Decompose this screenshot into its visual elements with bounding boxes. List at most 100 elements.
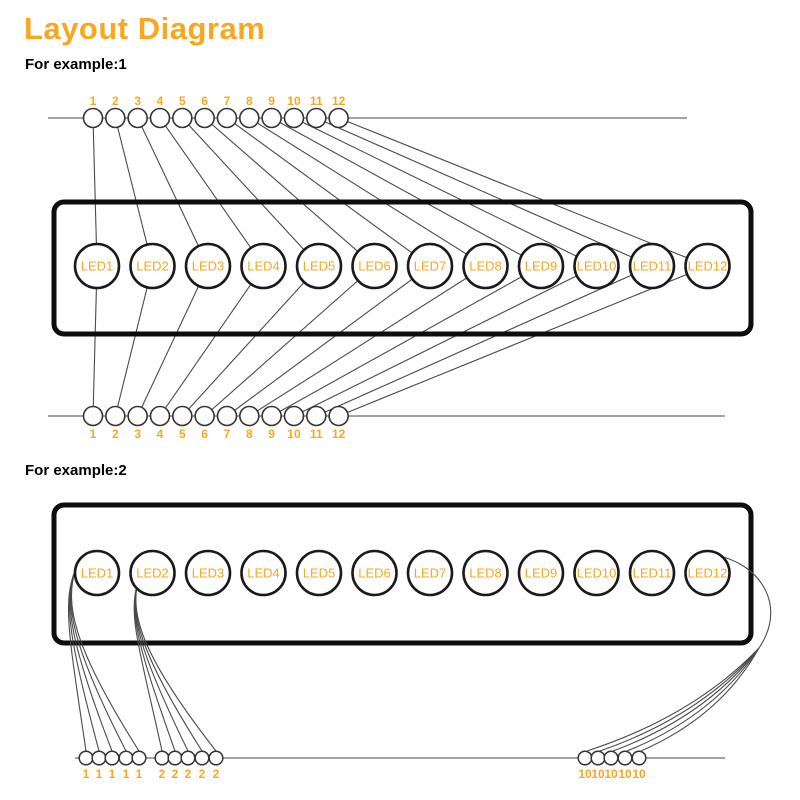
- bottom-terminal-circle: [105, 405, 126, 427]
- cluster-terminal-label: 1: [96, 767, 103, 781]
- bottom-terminal-label: 8: [246, 427, 253, 441]
- led-circle: [351, 549, 398, 597]
- bottom-terminal-label: 2: [112, 427, 119, 441]
- wire-led1-fan: [68, 570, 100, 752]
- wire-led-to-bottom: [293, 265, 597, 417]
- bottom-terminal-circle: [194, 405, 215, 427]
- led-circle: [517, 549, 565, 597]
- led-label: LED12: [688, 259, 728, 274]
- top-terminal-label: 8: [246, 94, 253, 108]
- led-circle: [406, 242, 454, 290]
- led-circle: [129, 549, 176, 597]
- example2-module-outline: [51, 502, 754, 646]
- led-circle: [462, 549, 509, 597]
- led-circle: [684, 549, 731, 597]
- led-label: LED3: [192, 259, 225, 274]
- wire-led2-fan: [133, 585, 163, 752]
- led-label: LED10: [577, 259, 617, 274]
- led-label: LED2: [136, 566, 169, 581]
- wire-led-to-bottom: [316, 265, 653, 417]
- led-circle: [573, 242, 620, 290]
- led-circle: [73, 242, 121, 290]
- wire-led-to-bottom: [338, 265, 708, 417]
- example-1-label: For example:1: [25, 56, 127, 73]
- bottom-terminal-circle: [239, 405, 260, 427]
- led-label: LED4: [247, 259, 280, 274]
- wire-top-to-led: [92, 117, 98, 267]
- wire-led-to-bottom: [271, 265, 542, 417]
- bottom-terminal-circle: [283, 405, 305, 427]
- top-terminal-label: 11: [310, 94, 323, 108]
- cluster-terminal-label: 1: [136, 767, 143, 781]
- led-circle: [240, 242, 287, 290]
- cluster-terminal-label: 10: [578, 767, 592, 781]
- wire-top-to-led: [226, 117, 431, 267]
- cluster-terminal-circle: [78, 750, 94, 766]
- wire-top-to-led: [293, 117, 597, 267]
- wire-led-to-bottom: [92, 265, 98, 417]
- wire-led-to-bottom: [137, 265, 209, 417]
- wire-top-to-led: [114, 117, 154, 267]
- bottom-terminal-label: 5: [179, 427, 186, 441]
- wire-led-to-bottom: [181, 265, 320, 417]
- wire-led12-fan: [640, 647, 760, 752]
- led-circle: [628, 242, 676, 290]
- top-terminal-circle: [105, 107, 126, 129]
- top-terminal-circle: [127, 107, 148, 129]
- cluster-terminal-circle: [91, 750, 107, 766]
- led-circle: [240, 549, 287, 597]
- cluster-terminal-circle: [104, 750, 120, 766]
- top-terminal-circle: [305, 107, 327, 129]
- cluster-terminal-circle: [118, 750, 134, 766]
- bottom-terminal-label: 6: [201, 427, 208, 441]
- cluster-terminal-circle: [208, 750, 224, 766]
- top-terminal-circle: [261, 107, 282, 129]
- cluster-terminal-label: 1: [83, 767, 90, 781]
- led-label: LED12: [688, 566, 728, 581]
- led-circle: [295, 242, 343, 290]
- bottom-terminal-circle: [127, 405, 148, 427]
- top-terminal-label: 7: [224, 94, 231, 108]
- led-circle: [184, 549, 232, 597]
- top-terminal-circle: [328, 107, 349, 129]
- bottom-terminal-label: 3: [134, 427, 141, 441]
- led-label: LED6: [358, 566, 391, 581]
- cluster-terminal-label: 10: [591, 767, 605, 781]
- cluster-terminal-circle: [603, 750, 619, 766]
- top-terminal-label: 3: [134, 94, 141, 108]
- bottom-terminal-circle: [216, 405, 238, 427]
- wire-led2-fan: [135, 585, 217, 752]
- led-label: LED5: [303, 566, 336, 581]
- top-terminal-label: 6: [201, 94, 208, 108]
- wire-led12-fan: [626, 647, 760, 752]
- led-label: LED4: [247, 566, 280, 581]
- top-terminal-label: 2: [112, 94, 119, 108]
- example-2-label: For example:2: [25, 462, 127, 479]
- wire-led12-fan: [599, 647, 760, 752]
- led-label: LED8: [469, 259, 502, 274]
- wire-top-to-led: [316, 117, 653, 267]
- led-circle: [462, 242, 509, 290]
- bottom-terminal-label: 12: [332, 427, 346, 441]
- top-terminal-circle: [172, 107, 193, 129]
- led-label: LED5: [303, 259, 336, 274]
- wire-top-to-led: [159, 117, 264, 267]
- wire-top-to-led: [249, 117, 486, 267]
- cluster-terminal-circle: [154, 750, 170, 766]
- bottom-terminal-label: 11: [310, 427, 323, 441]
- top-terminal-circle: [239, 107, 260, 129]
- led-circle: [406, 549, 454, 597]
- led-circle: [351, 242, 398, 290]
- cluster-terminal-circle: [631, 750, 647, 766]
- wire-top-to-led: [271, 117, 542, 267]
- led-circle: [184, 242, 232, 290]
- wire-top-to-led: [137, 117, 209, 267]
- cluster-terminal-circle: [577, 750, 593, 766]
- bottom-terminal-circle: [172, 405, 193, 427]
- cluster-terminal-label: 10: [632, 767, 646, 781]
- led-label: LED7: [414, 259, 447, 274]
- cluster-terminal-label: 2: [185, 767, 192, 781]
- wire-led1-fan: [70, 570, 127, 752]
- top-terminal-label: 4: [157, 94, 164, 108]
